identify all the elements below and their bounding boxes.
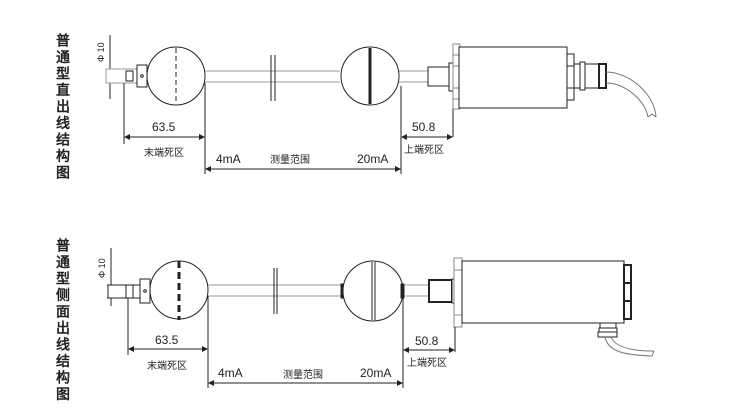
diagram-2: Φ 10 (97, 248, 655, 388)
top-dead-zone-label-1: 上端死区 (404, 143, 444, 156)
range-label-1: 测量范围 (270, 153, 310, 166)
diagram-1-title: 普通型直出线结构图 (54, 33, 70, 182)
range-start-1: 4mA (216, 152, 241, 166)
diameter-dimension-1: Φ 10 (96, 35, 114, 99)
top-dead-zone-value-2: 50.8 (415, 334, 439, 348)
clamp-ring-1 (136, 64, 148, 88)
cable-2 (604, 336, 653, 357)
range-label-2: 测量范围 (283, 368, 323, 381)
transmitter-housing-1 (458, 46, 568, 109)
bottom-dead-zone-value-2: 63.5 (155, 333, 179, 347)
bottom-dead-zone-value-1: 63.5 (152, 120, 176, 134)
rod-stop-1 (125, 70, 134, 82)
diameter-label: Φ 10 (96, 42, 106, 62)
mounting-flange-2 (453, 257, 463, 328)
transmitter-housing-2 (461, 260, 625, 324)
top-dead-zone-label-2: 上端死区 (407, 356, 447, 369)
top-dead-zone-value-1: 50.8 (412, 120, 436, 134)
range-end-1: 20mA (357, 152, 388, 166)
process-fitting-2 (428, 279, 453, 303)
range-end-2: 20mA (360, 366, 391, 380)
bottom-dead-zone-label-1: 末端死区 (144, 146, 184, 159)
clamp-ring-2 (139, 278, 151, 304)
cable-gland-1 (573, 63, 601, 89)
range-start-2: 4mA (218, 366, 243, 380)
diagram-2-title: 普通型侧面出线结构图 (54, 238, 70, 403)
diameter-label: Φ 10 (97, 258, 107, 278)
top-float-2 (342, 260, 404, 322)
bottom-dead-zone-label-2: 末端死区 (147, 359, 187, 372)
process-fitting-1 (427, 66, 450, 87)
cable-1 (605, 71, 657, 118)
cable-gland-2 (599, 322, 617, 329)
end-cap-2 (623, 264, 632, 320)
diagram-1: Φ 10 (96, 35, 657, 174)
